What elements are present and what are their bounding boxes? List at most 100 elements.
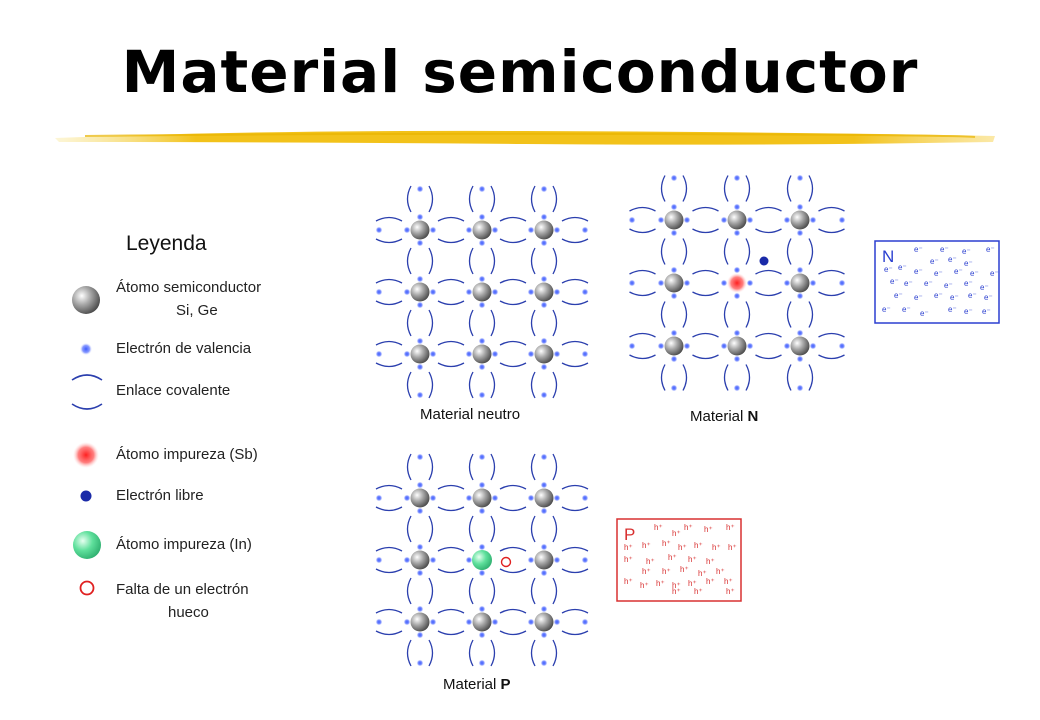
valence-electron xyxy=(478,213,486,221)
covalent-bond xyxy=(552,515,558,543)
legend-label-hole: Falta de un electrón xyxy=(116,581,249,598)
covalent-bond xyxy=(437,546,465,552)
valence-electron xyxy=(657,279,665,287)
covalent-bond xyxy=(468,247,474,275)
valence-electron xyxy=(783,216,791,224)
valence-electron xyxy=(670,355,678,363)
valence-electron xyxy=(783,279,791,287)
valence-electron xyxy=(553,494,561,502)
covalent-bond xyxy=(552,577,558,605)
semiconductor-atom xyxy=(727,336,747,356)
semiconductor-atom xyxy=(472,612,492,632)
semiconductor-atom xyxy=(664,336,684,356)
covalent-bond xyxy=(561,278,589,284)
valence-electron xyxy=(478,569,486,577)
covalent-bond xyxy=(499,568,527,574)
valence-electron xyxy=(403,288,411,296)
hole-carrier: h⁺ xyxy=(694,541,703,550)
valence-electron xyxy=(416,301,424,309)
semiconductor-atom xyxy=(410,612,430,632)
covalent-bond xyxy=(552,639,558,667)
valence-electron xyxy=(429,226,437,234)
covalent-bond xyxy=(723,364,729,391)
valence-electron xyxy=(375,350,383,358)
valence-electron xyxy=(478,239,486,247)
impurity-in-atom xyxy=(472,550,492,570)
valence-electron xyxy=(581,350,589,358)
covalent-bond xyxy=(561,340,589,346)
legend-atom-icon xyxy=(72,286,100,314)
covalent-bond xyxy=(406,639,412,667)
valence-electron xyxy=(720,216,728,224)
valence-electron xyxy=(527,226,535,234)
covalent-bond xyxy=(437,238,465,244)
valence-electron xyxy=(540,213,548,221)
covalent-bond xyxy=(561,238,589,244)
valence-electron xyxy=(540,507,548,515)
p-type-caption: Material P xyxy=(443,676,511,693)
valence-electron xyxy=(670,292,678,300)
valence-electron xyxy=(838,216,846,224)
covalent-bond xyxy=(437,630,465,636)
hole-carrier: h⁺ xyxy=(704,525,713,534)
electron-carrier: e⁻ xyxy=(948,255,957,264)
semiconductor-atom xyxy=(790,273,810,293)
valence-electron xyxy=(540,631,548,639)
covalent-bond xyxy=(660,175,666,202)
covalent-bond xyxy=(723,238,729,265)
semiconductor-atom xyxy=(410,344,430,364)
valence-electron xyxy=(478,605,486,613)
free-electron xyxy=(759,256,769,266)
semiconductor-atom xyxy=(534,488,554,508)
covalent-bond xyxy=(437,608,465,614)
hole-carrier: h⁺ xyxy=(642,567,651,576)
legend-label-impurity-sb: Átomo impureza (Sb) xyxy=(116,446,258,463)
covalent-bond xyxy=(723,301,729,328)
valence-electron xyxy=(416,275,424,283)
covalent-bond xyxy=(428,309,434,337)
covalent-bond xyxy=(818,291,845,297)
valence-electron xyxy=(540,659,548,667)
valence-electron xyxy=(465,350,473,358)
electron-carrier: e⁻ xyxy=(990,269,999,278)
hole-carrier: h⁺ xyxy=(694,587,703,596)
electron-carrier: e⁻ xyxy=(914,267,923,276)
electron-carrier: e⁻ xyxy=(982,307,991,316)
covalent-bond xyxy=(499,608,527,614)
valence-electron xyxy=(416,239,424,247)
covalent-bond xyxy=(530,247,536,275)
covalent-bond xyxy=(552,247,558,275)
covalent-bond xyxy=(561,546,589,552)
electron-carrier: e⁻ xyxy=(904,279,913,288)
covalent-bond xyxy=(490,185,496,213)
covalent-bond xyxy=(682,301,688,328)
covalent-bond xyxy=(692,354,719,360)
legend-free-electron-icon xyxy=(80,490,92,502)
valence-electron xyxy=(733,384,741,392)
valence-electron xyxy=(720,342,728,350)
electron-carrier: e⁻ xyxy=(934,269,943,278)
covalent-bond xyxy=(808,364,814,391)
electron-carrier: e⁻ xyxy=(984,293,993,302)
electron-carrier: e⁻ xyxy=(930,257,939,266)
semiconductor-atom xyxy=(790,336,810,356)
hole-carrier: h⁺ xyxy=(654,523,663,532)
legend-sublabel-atom: Si, Ge xyxy=(176,302,218,319)
covalent-bond xyxy=(755,332,782,338)
covalent-bond xyxy=(755,206,782,212)
legend-impurity-sb-icon xyxy=(73,442,99,468)
semiconductor-atom xyxy=(727,210,747,230)
covalent-bond xyxy=(786,238,792,265)
valence-electron xyxy=(657,216,665,224)
covalent-bond xyxy=(692,332,719,338)
covalent-bond xyxy=(499,484,527,490)
valence-electron xyxy=(838,279,846,287)
semiconductor-atom xyxy=(410,488,430,508)
covalent-bond xyxy=(818,206,845,212)
semiconductor-atom xyxy=(410,550,430,570)
valence-electron xyxy=(478,391,486,399)
valence-electron xyxy=(416,391,424,399)
covalent-bond xyxy=(468,309,474,337)
covalent-bond xyxy=(375,278,403,284)
covalent-bond xyxy=(375,300,403,306)
